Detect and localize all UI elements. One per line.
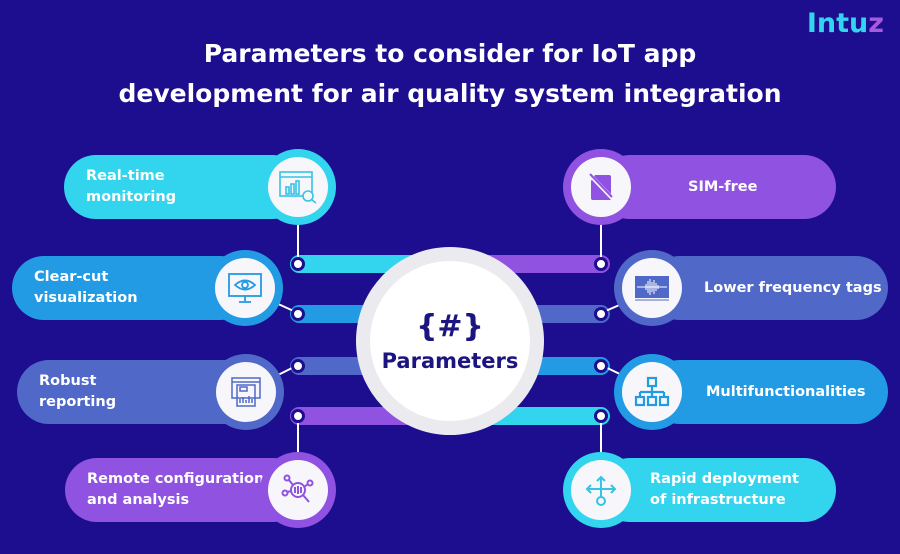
- item-icon-circle: [208, 354, 284, 430]
- no-sim-icon: [588, 173, 614, 200]
- frequency-wave-icon: [635, 276, 669, 301]
- item-label: Real-time monitoring: [86, 168, 177, 205]
- item-multifunctionalities: Multifunctionalities: [648, 360, 888, 424]
- network-analysis-icon: [281, 474, 314, 503]
- monitor-eye-icon: [228, 273, 262, 303]
- title-line-2: development for air quality system integ…: [118, 79, 782, 108]
- item-icon-circle: [614, 354, 690, 430]
- item-icon-circle: [614, 250, 690, 326]
- intuz-logo: Intuz: [807, 8, 884, 39]
- connector-dot: [291, 359, 305, 373]
- item-label: SIM-free: [688, 178, 758, 195]
- item-label: Lower frequency tags: [704, 279, 882, 296]
- logo-accent: z: [868, 8, 884, 39]
- connector-dot: [594, 257, 608, 271]
- center-hub: {#} Parameters: [356, 247, 544, 435]
- item-icon-circle: [260, 452, 336, 528]
- item-label: Rapid deployment of infrastructure: [650, 471, 799, 508]
- item-rapid-deployment: Rapid deployment of infrastructure: [598, 458, 836, 522]
- item-icon-circle: [563, 149, 639, 225]
- logo-text: Intu: [806, 8, 869, 39]
- connector-dot: [594, 359, 608, 373]
- connector-dot: [594, 409, 608, 423]
- item-label: Clear-cut visualization: [34, 269, 138, 306]
- item-label: Robust reporting: [39, 373, 117, 410]
- item-label: Remote configuration and analysis: [87, 471, 265, 508]
- connector-dot: [291, 307, 305, 321]
- item-icon-circle: [260, 149, 336, 225]
- dashboard-search-icon: [279, 171, 317, 204]
- center-label: Parameters: [381, 349, 519, 373]
- title-line-1: Parameters to consider for IoT app: [203, 39, 697, 68]
- item-icon-circle: [207, 250, 283, 326]
- connector-dot: [291, 257, 305, 271]
- item-icon-circle: [563, 452, 639, 528]
- report-window-icon: [231, 377, 261, 407]
- hierarchy-icon: [634, 376, 670, 407]
- connector-dot: [594, 307, 608, 321]
- deploy-arrows-icon: [585, 475, 617, 506]
- item-label: Multifunctionalities: [706, 383, 866, 400]
- connector-dot: [291, 409, 305, 423]
- hash-braces-icon: {#}: [416, 309, 484, 344]
- page-title: Parameters to consider for IoT app devel…: [0, 34, 900, 114]
